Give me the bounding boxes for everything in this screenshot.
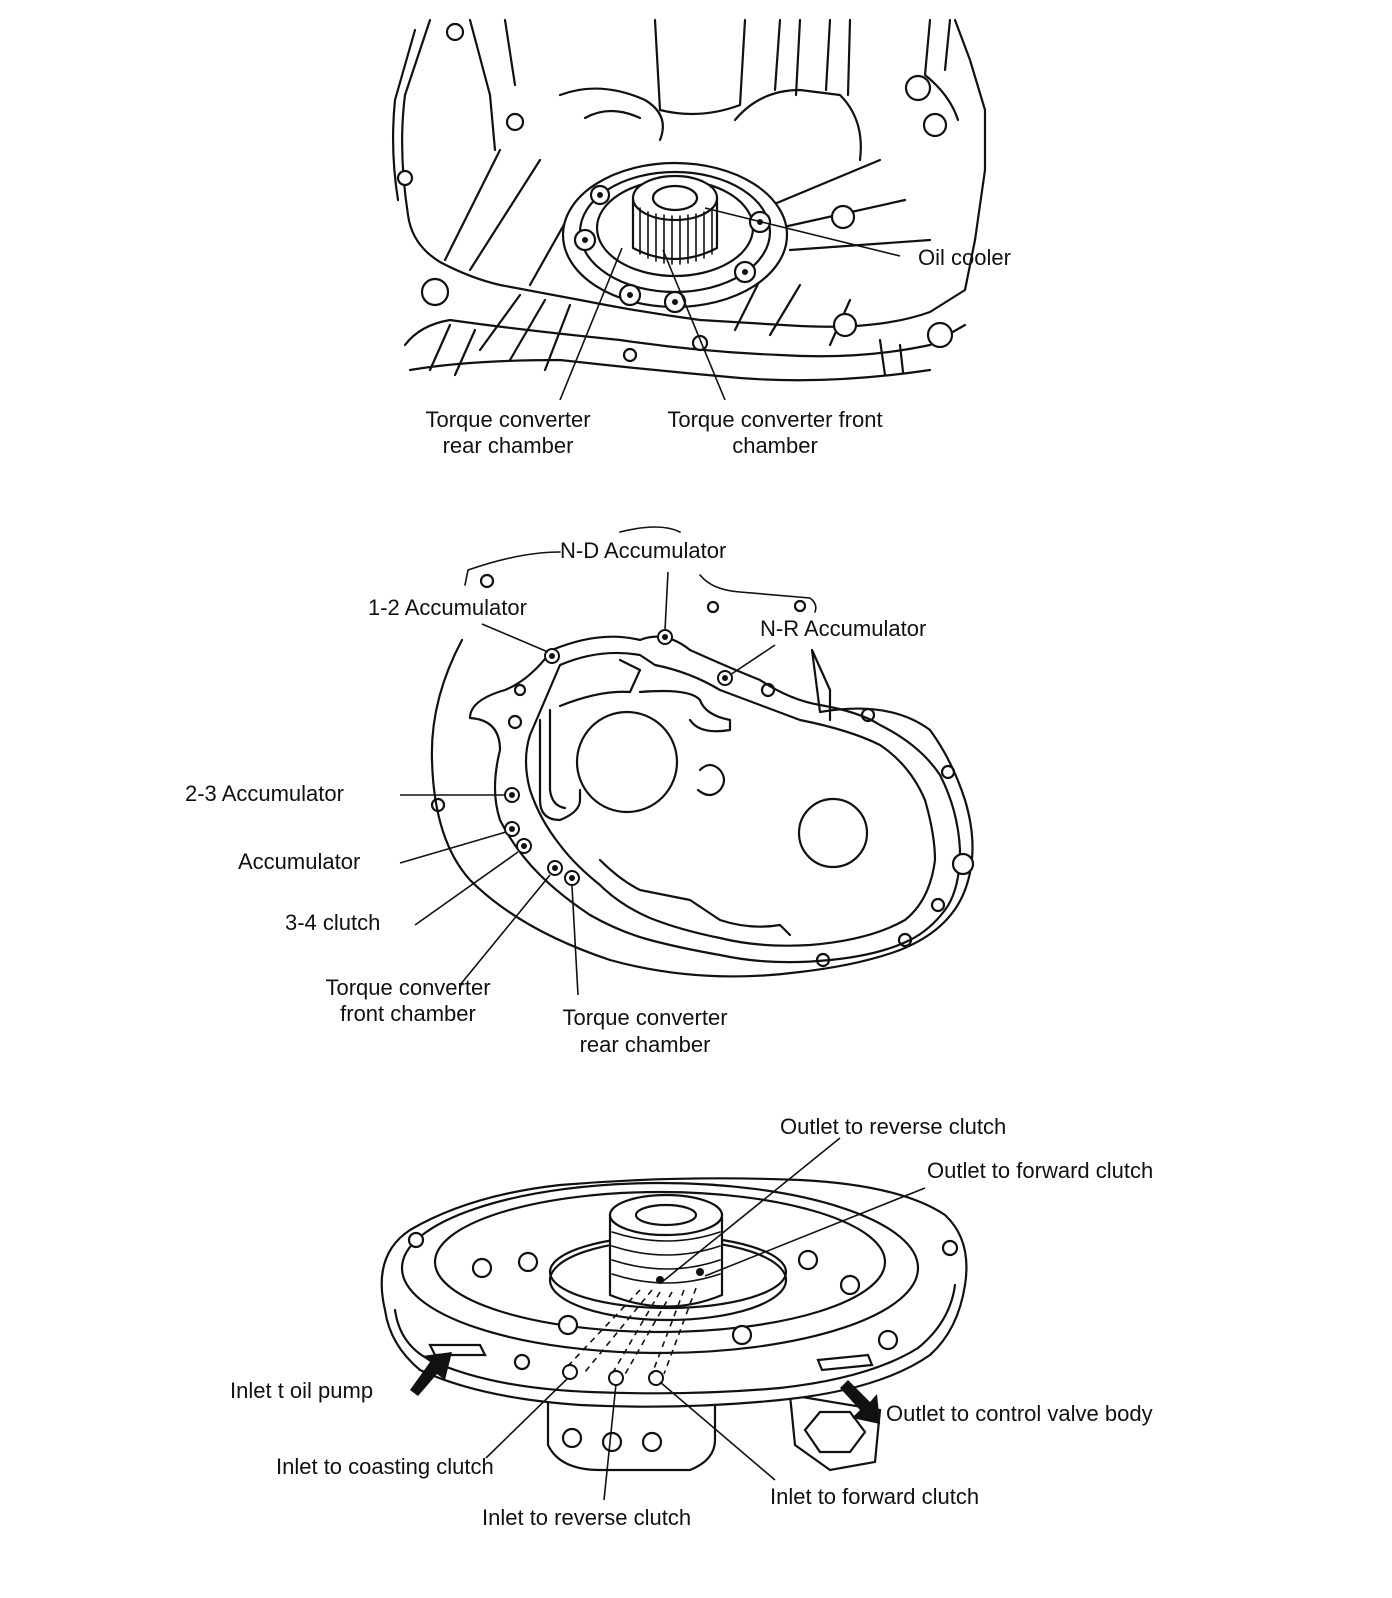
label-tc-rear-chamber-mid-l1: Torque converter [562, 1005, 727, 1030]
label-tc-rear-chamber-top-l2: rear chamber [443, 433, 574, 458]
label-outlet-forward-clutch: Outlet to forward clutch [927, 1158, 1153, 1183]
port-tc-front-chamber [547, 860, 563, 876]
label-oil-cooler: Oil cooler [918, 245, 1011, 270]
leader-tc-rear-chamber-mid [571, 885, 579, 996]
label-3-4-clutch: 3-4 clutch [285, 910, 380, 935]
leader-inlet-forward-clutch [659, 1381, 776, 1481]
port-1-2-accumulator [544, 648, 560, 664]
case-gasket-drawing [430, 526, 975, 978]
label-tc-front-chamber-top-l2: chamber [732, 433, 818, 458]
leader-outlet-reverse-clutch [661, 1137, 841, 1283]
leader-inlet-coasting-clutch [485, 1377, 569, 1459]
leader-inlet-reverse-clutch [603, 1383, 617, 1501]
label-inlet-reverse-clutch: Inlet to reverse clutch [482, 1505, 691, 1530]
label-accumulator: Accumulator [238, 849, 360, 874]
leader-tc-front-chamber-top [662, 249, 726, 401]
label-tc-front-chamber-mid-l1: Torque converter [325, 975, 490, 1000]
leader-outlet-forward-clutch [704, 1187, 926, 1277]
label-1-2-accumulator: 1-2 Accumulator [368, 595, 527, 620]
label-tc-front-chamber-top-l1: Torque converter front [667, 407, 882, 432]
label-tc-rear-chamber-top-l1: Torque converter [425, 407, 590, 432]
port-n-d-accumulator [657, 629, 673, 645]
label-tc-front-chamber-mid-l2: front chamber [340, 1001, 476, 1026]
port-accumulator [504, 821, 520, 837]
port-3-4-clutch [516, 838, 532, 854]
inlet-flow-arrow [410, 1352, 452, 1396]
label-2-3-accumulator: 2-3 Accumulator [185, 781, 344, 806]
label-n-d-accumulator: N-D Accumulator [560, 538, 726, 563]
converter-housing-drawing [391, 18, 987, 382]
leader-n-r-accumulator [729, 644, 776, 676]
label-outlet-control-valve-body: Outlet to control valve body [886, 1401, 1153, 1426]
leader-tc-rear-chamber-top [559, 247, 623, 401]
port-tc-rear-chamber [564, 870, 580, 886]
label-outlet-reverse-clutch: Outlet to reverse clutch [780, 1114, 1006, 1139]
leader-tc-front-chamber-mid [459, 874, 551, 986]
label-n-r-accumulator: N-R Accumulator [760, 616, 926, 641]
bottom-panel-leaders [485, 1137, 926, 1501]
leader-n-d-accumulator [664, 571, 669, 631]
outlet-flow-arrow [840, 1380, 880, 1424]
leader-accumulator [399, 831, 507, 864]
leader-1-2-accumulator [481, 623, 549, 653]
top-panel-leaders [559, 207, 901, 401]
label-inlet-coasting-clutch: Inlet to coasting clutch [276, 1454, 494, 1479]
label-tc-rear-chamber-mid-l2: rear chamber [580, 1032, 711, 1057]
leader-oil-cooler [704, 207, 901, 257]
middle-panel-leaders [399, 571, 776, 996]
label-inlet-forward-clutch: Inlet to forward clutch [770, 1484, 979, 1509]
label-inlet-oil-pump: Inlet t oil pump [230, 1378, 373, 1403]
oil-pump-drawing [380, 1177, 968, 1472]
leader-3-4-clutch [414, 851, 519, 926]
port-n-r-accumulator [717, 670, 733, 686]
port-2-3-accumulator [504, 787, 520, 803]
